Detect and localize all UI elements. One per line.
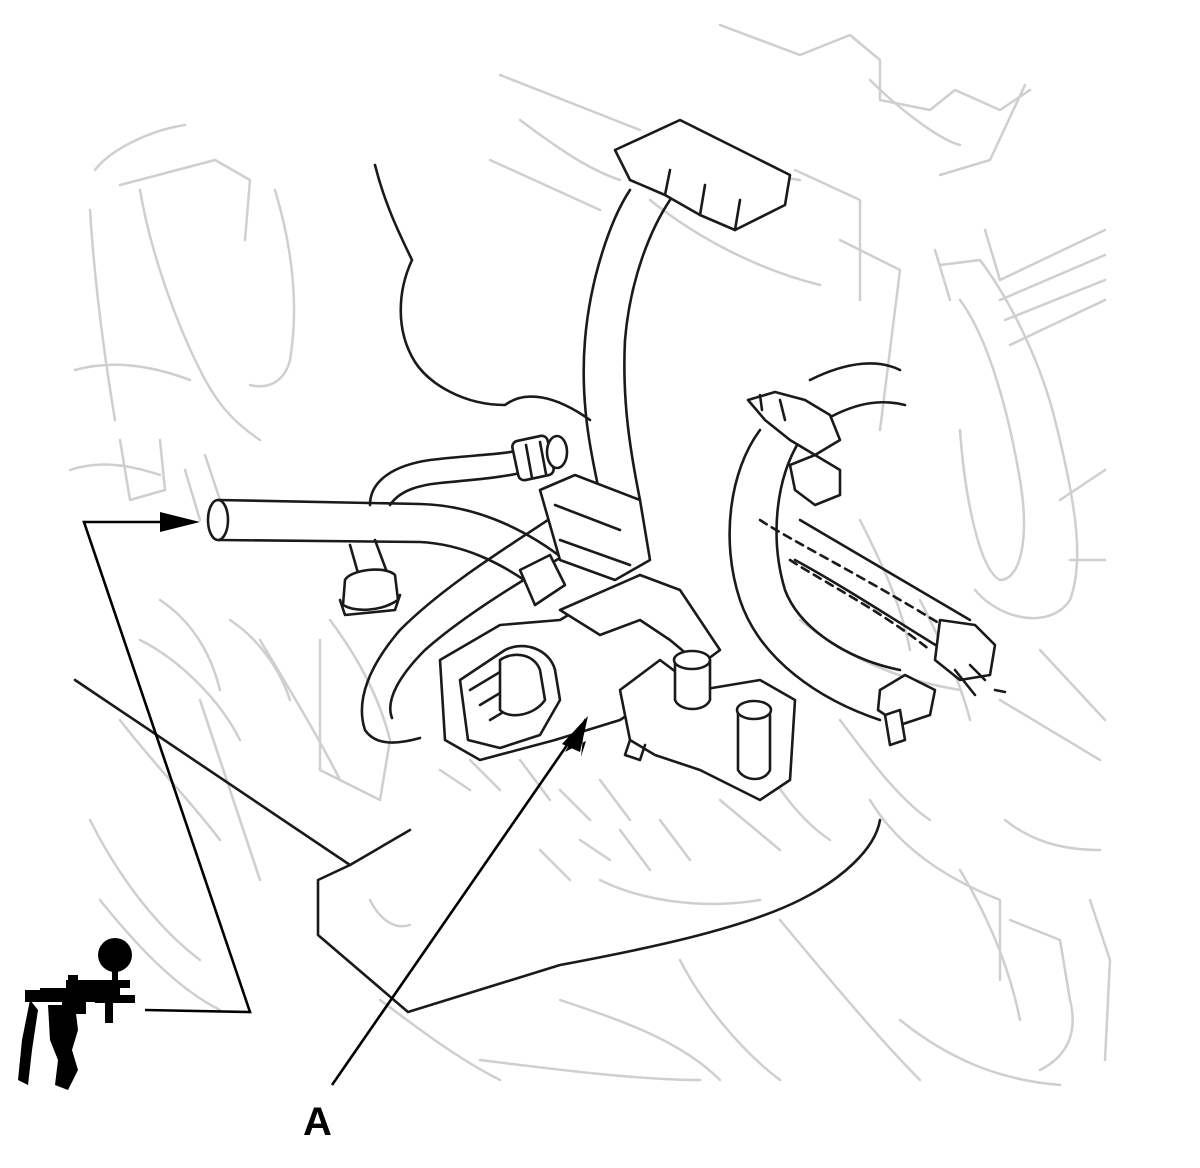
right-large-hoses — [728, 362, 1007, 747]
engine-background — [68, 23, 1112, 1087]
vacuum-pump-gauge-icon — [18, 938, 135, 1090]
valve-bracket — [618, 649, 797, 802]
callout-label-a: A — [303, 1100, 332, 1144]
engine-block-outline — [73, 163, 882, 1014]
solenoid-valve — [438, 473, 722, 762]
small-hose-with-clamp — [368, 434, 569, 507]
hose-end-arrowhead — [160, 512, 200, 532]
leader-lines — [82, 512, 588, 1086]
upper-vacuum-hose — [582, 118, 792, 502]
left-nipple-clamp — [338, 538, 402, 617]
